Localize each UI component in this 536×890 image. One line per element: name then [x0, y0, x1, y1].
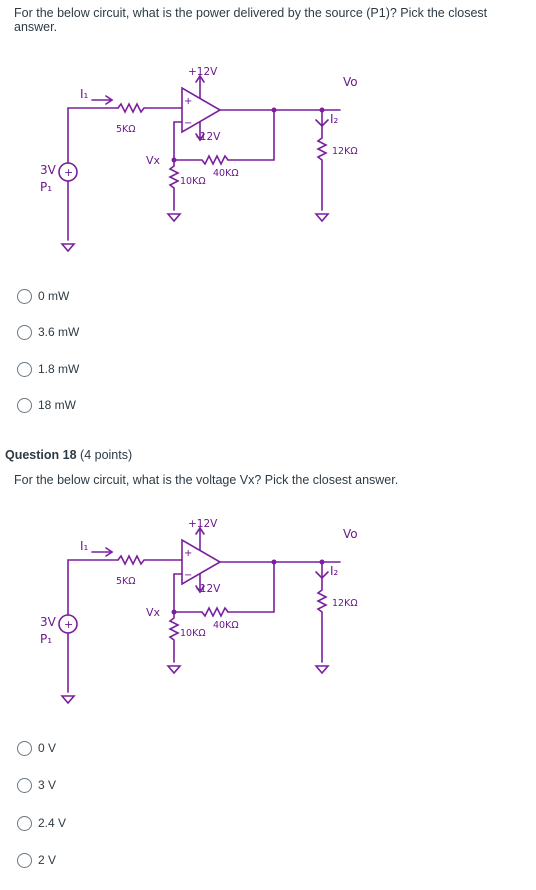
- question-17-text: For the below circuit, what is the power…: [14, 6, 488, 34]
- label-vo: Vo: [343, 527, 358, 541]
- q18-option-1[interactable]: 3 V: [17, 776, 56, 794]
- op-amp-symbol: [181, 86, 222, 134]
- label-opamp-minus: −: [184, 118, 192, 129]
- question-18-points: (4 points): [80, 448, 133, 462]
- resistor-10k: [168, 159, 180, 211]
- resistor-5k: [117, 554, 183, 566]
- radio-button[interactable]: [17, 361, 32, 377]
- resistor-40k: [173, 154, 229, 166]
- circuit-diagram-q17: +12V -12V Vo I₁ I₂ 5KΩ 10KΩ 12KΩ 40KΩ Vx…: [40, 66, 358, 253]
- label-vpos: +12V: [188, 518, 218, 530]
- option-label: 18 mW: [38, 398, 77, 412]
- label-vpos: +12V: [188, 66, 218, 78]
- radio-button[interactable]: [17, 324, 32, 340]
- op-amp-symbol: [181, 538, 222, 586]
- label-vx: Vx: [146, 606, 161, 619]
- q17-option-3[interactable]: 18 mW: [17, 396, 76, 414]
- label-i1: I₁: [80, 539, 89, 553]
- label-source-plus: +: [64, 166, 73, 179]
- radio-button[interactable]: [17, 288, 32, 304]
- label-vneg: -12V: [196, 131, 221, 143]
- q17-option-0[interactable]: 0 mW: [17, 287, 69, 305]
- label-source-voltage: 3V: [40, 163, 57, 177]
- q18-option-3[interactable]: 2 V: [17, 851, 56, 869]
- q18-option-2[interactable]: 2.4 V: [17, 814, 66, 832]
- label-i2: I₂: [330, 564, 339, 578]
- radio-button[interactable]: [17, 815, 32, 831]
- q17-option-2[interactable]: 1.8 mW: [17, 360, 79, 378]
- radio-button[interactable]: [17, 740, 32, 756]
- label-r10k: 10KΩ: [180, 628, 206, 639]
- label-r5k: 5KΩ: [116, 124, 136, 135]
- resistor-40k: [173, 606, 229, 618]
- option-label: 3 V: [38, 778, 57, 792]
- question-18-title: Question 18: [5, 448, 77, 462]
- circuit-diagram-q18: +12V -12V Vo I₁ I₂ 5KΩ 10KΩ 12KΩ 40KΩ Vx…: [40, 518, 358, 705]
- label-r40k: 40KΩ: [213, 620, 239, 631]
- label-source-voltage: 3V: [40, 615, 57, 629]
- option-label: 0 V: [38, 741, 57, 755]
- label-opamp-plus: +: [184, 548, 192, 559]
- option-label: 2 V: [38, 853, 57, 867]
- resistor-12k: [316, 109, 328, 211]
- label-opamp-minus: −: [184, 570, 192, 581]
- label-r10k: 10KΩ: [180, 176, 206, 187]
- label-vo: Vo: [343, 75, 358, 89]
- question-18-header: Question 18 (4 points): [5, 448, 132, 462]
- option-label: 2.4 V: [38, 816, 67, 830]
- label-r12k: 12KΩ: [332, 146, 358, 157]
- radio-button[interactable]: [17, 397, 32, 413]
- label-r12k: 12KΩ: [332, 598, 358, 609]
- label-r5k: 5KΩ: [116, 576, 136, 587]
- question-18-text: For the below circuit, what is the volta…: [14, 473, 399, 487]
- option-label: 0 mW: [38, 289, 70, 303]
- label-i1: I₁: [80, 87, 89, 101]
- label-i2: I₂: [330, 112, 339, 126]
- label-vx: Vx: [146, 154, 161, 167]
- radio-button[interactable]: [17, 852, 32, 868]
- radio-button[interactable]: [17, 777, 32, 793]
- label-r40k: 40KΩ: [213, 168, 239, 179]
- label-p1: P₁: [40, 180, 52, 194]
- option-label: 3.6 mW: [38, 325, 80, 339]
- option-label: 1.8 mW: [38, 362, 80, 376]
- resistor-5k: [117, 102, 183, 114]
- resistor-12k: [316, 561, 328, 663]
- q17-option-1[interactable]: 3.6 mW: [17, 323, 79, 341]
- label-opamp-plus: +: [184, 96, 192, 107]
- label-p1: P₁: [40, 632, 52, 646]
- label-vneg: -12V: [196, 583, 221, 595]
- resistor-10k: [168, 611, 180, 663]
- q18-option-0[interactable]: 0 V: [17, 739, 56, 757]
- label-source-plus: +: [64, 618, 73, 631]
